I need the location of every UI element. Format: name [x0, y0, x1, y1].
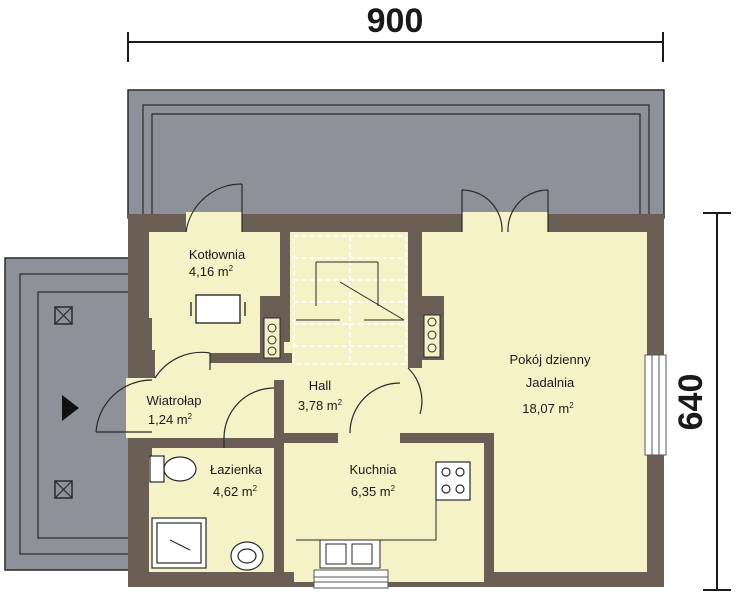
svg-text:6,35 m2: 6,35 m2	[351, 484, 396, 499]
width-label: 900	[367, 2, 424, 40]
room-lazienka-area: 4,62 m	[213, 484, 253, 499]
stove	[435, 461, 471, 501]
height-label: 640	[672, 374, 710, 431]
room-kotlownia: Kotłownia 4,16 m2	[189, 247, 246, 279]
room-kuchnia: Kuchnia 6,35 m2	[350, 462, 398, 499]
room-wiatrolap-name: Wiatrołap	[147, 393, 202, 408]
column-top	[54, 306, 73, 325]
room-pokoj-name-line1: Pokój dzienny	[510, 352, 591, 367]
room-lazienka: Łazienka 4,62 m2	[210, 462, 263, 499]
building	[128, 214, 664, 587]
room-lazienka-sup: 2	[253, 484, 258, 493]
entrance-roof	[4, 257, 131, 571]
stair-lines	[296, 261, 405, 321]
room-pokoj-area: 18,07 m	[522, 401, 569, 416]
svg-text:18,07 m2: 18,07 m2	[522, 401, 574, 416]
boiler	[190, 294, 246, 324]
room-pokoj-sup: 2	[569, 401, 574, 410]
room-wiatrolap: Wiatrołap 1,24 m2	[147, 393, 202, 427]
svg-text:4,62 m2: 4,62 m2	[213, 484, 258, 499]
staircase	[293, 235, 407, 365]
entrance-arrow-icon	[62, 395, 79, 421]
svg-text:4,16 m2: 4,16 m2	[189, 264, 234, 279]
room-hall-sup: 2	[338, 398, 343, 407]
room-kotlownia-area: 4,16 m	[189, 264, 229, 279]
room-kuchnia-name: Kuchnia	[350, 462, 398, 477]
shower	[151, 517, 207, 569]
room-kotlownia-name: Kotłownia	[189, 247, 246, 262]
chimney-left	[263, 317, 281, 359]
room-wiatrolap-sup: 2	[188, 412, 193, 421]
room-pokoj: Pokój dzienny Jadalnia 18,07 m2	[510, 352, 591, 416]
room-lazienka-name: Łazienka	[210, 462, 263, 477]
svg-text:3,78 m2: 3,78 m2	[298, 398, 343, 413]
room-hall: Hall 3,78 m2	[298, 378, 343, 413]
room-wiatrolap-area: 1,24 m	[148, 412, 188, 427]
kitchen-counter	[296, 462, 437, 569]
room-kotlownia-sup: 2	[229, 264, 234, 273]
chimney-right	[423, 314, 441, 358]
doors	[95, 183, 549, 448]
room-kuchnia-sup: 2	[391, 484, 396, 493]
room-hall-name: Hall	[309, 378, 332, 393]
sink-bathroom	[230, 541, 264, 571]
toilet	[149, 455, 197, 483]
height-dimension: 640	[672, 212, 731, 591]
svg-text:1,24 m2: 1,24 m2	[148, 412, 193, 427]
room-kuchnia-area: 6,35 m	[351, 484, 391, 499]
width-dimension: 900	[127, 2, 664, 62]
terrace-roof	[127, 89, 665, 219]
column-bottom	[54, 480, 73, 499]
room-hall-area: 3,78 m	[298, 398, 338, 413]
room-pokoj-name-line2: Jadalnia	[526, 375, 575, 390]
